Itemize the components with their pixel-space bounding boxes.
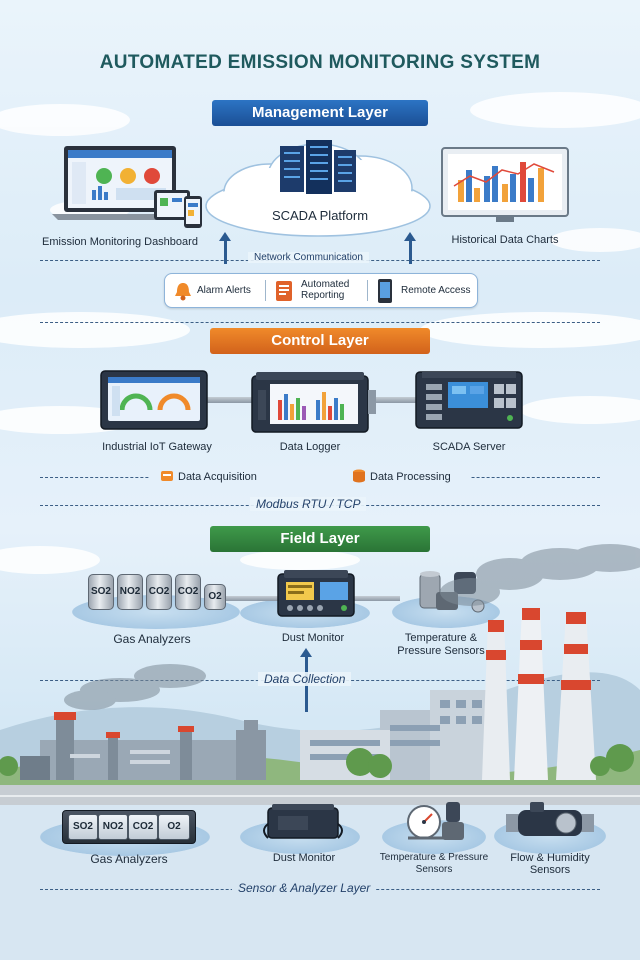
field-gas-analyzers-label: Gas Analyzers: [113, 632, 191, 646]
network-communication-label: Network Communication: [248, 252, 369, 263]
diagram-title: AUTOMATED EMISSION MONITORING SYSTEM: [99, 52, 541, 73]
data-collection-label: Data Collection: [258, 672, 352, 686]
alarm-bell-icon: [175, 283, 191, 301]
management-services-bar: Alarm Alerts Automated Reporting Remote …: [164, 273, 478, 308]
modbus-protocol-label: Modbus RTU / TCP: [250, 497, 367, 511]
layer-divider: [40, 322, 600, 323]
management-layer-banner: Management Layer: [212, 100, 428, 126]
automated-reporting-label: Automated Reporting: [301, 279, 350, 301]
field-temp-pressure-label: Temperature & Pressure Sensors: [397, 632, 485, 657]
control-layer-banner: Control Layer: [210, 328, 430, 354]
sensor-co2-module: CO2: [128, 814, 158, 840]
report-document-icon: [276, 281, 292, 301]
o2-analyzer: O2: [204, 584, 226, 610]
acquisition-icon: [161, 471, 173, 481]
separator: [367, 280, 368, 301]
historical-charts-label: Historical Data Charts: [451, 234, 559, 246]
data-logger-device: [251, 372, 376, 433]
remote-access-label: Remote Access: [401, 285, 471, 296]
smartphone-icon: [378, 279, 392, 303]
historical-charts-monitor: [441, 147, 569, 222]
sensor-temp-pressure-device: [407, 802, 464, 840]
data-processing-label: Data Processing: [370, 471, 451, 483]
field-dust-monitor-label: Dust Monitor: [281, 632, 345, 644]
co2-analyzer-2: CO2: [175, 574, 201, 610]
sensor-dust-monitor-device: [263, 804, 343, 839]
industrial-plant-scene: [0, 544, 640, 780]
iot-gateway-label: Industrial IoT Gateway: [102, 441, 212, 453]
scada-platform-label: SCADA Platform: [271, 208, 369, 223]
scada-server-device: [415, 371, 523, 429]
sensor-so2-module: SO2: [68, 814, 98, 840]
scada-server-label: SCADA Server: [432, 441, 506, 453]
up-arrow-icon: [404, 232, 416, 264]
sensor-o2-module: O2: [158, 814, 190, 840]
emission-dashboard-label: Emission Monitoring Dashboard: [42, 236, 198, 248]
sensor-gas-analyzers-label: Gas Analyzers: [90, 852, 168, 866]
sensor-dust-monitor-label: Dust Monitor: [272, 852, 336, 864]
alarm-alerts-label: Alarm Alerts: [197, 285, 251, 296]
data-acquisition-label: Data Acquisition: [178, 471, 257, 483]
acquisition-band: [150, 468, 470, 486]
iot-gateway-device: [100, 370, 208, 430]
sensor-flow-humidity-label: Flow & Humidity Sensors: [510, 852, 590, 876]
scada-platform-cloud: [205, 140, 431, 237]
database-icon: [353, 469, 365, 483]
sensor-analyzer-layer-label: Sensor & Analyzer Layer: [232, 881, 377, 895]
data-logger-label: Data Logger: [279, 441, 341, 453]
up-arrow-icon: [219, 232, 231, 264]
separator: [265, 280, 266, 301]
dashboard-laptop-illustration: [52, 146, 202, 228]
co2-analyzer: CO2: [146, 574, 172, 610]
no2-analyzer: NO2: [117, 574, 143, 610]
field-layer-banner: Field Layer: [210, 526, 430, 552]
sensor-no2-module: NO2: [98, 814, 128, 840]
sensor-flow-humidity-device: [506, 802, 594, 836]
sensor-temp-pressure-label: Temperature & Pressure Sensors: [379, 852, 489, 875]
so2-analyzer: SO2: [88, 574, 114, 610]
dust-monitor-device: [277, 570, 355, 617]
